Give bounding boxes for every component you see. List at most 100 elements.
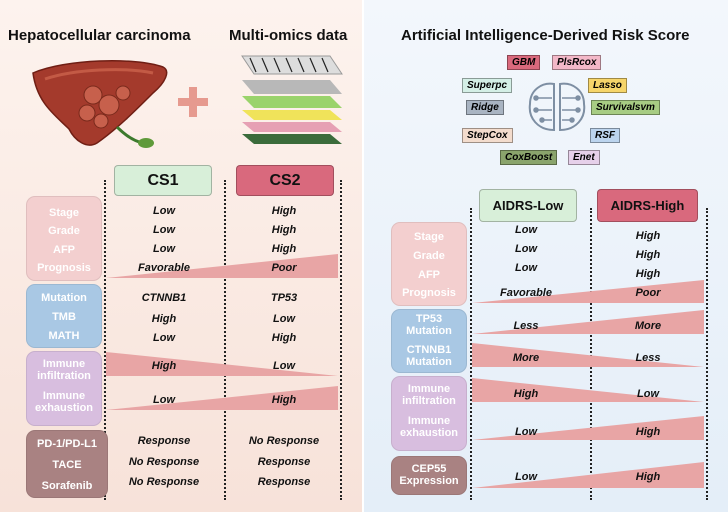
immune-label-box: Immune infiltration Immune exhaustion [26, 351, 102, 426]
aidrs-title: Artificial Intelligence-Derived Risk Sco… [401, 27, 690, 44]
cs2-stage: High [271, 205, 297, 217]
immune-exhaustion-label: Immune exhaustion [34, 390, 94, 414]
plus-icon [178, 87, 208, 117]
cs2-header: CS2 [236, 165, 334, 196]
algo-tag-gbm: GBM [507, 55, 541, 70]
aidrs-clinical-label-box: Stage Grade AFP Prognosis [391, 222, 467, 306]
aidrs-exhaustion-gradient-triangle [472, 416, 704, 440]
omics-layers-icon [241, 55, 343, 144]
cs1-stage: Low [153, 205, 175, 217]
prognosis-label: Prognosis [37, 262, 91, 274]
algo-tag-survivalsvm: Survivalsvm [591, 100, 660, 115]
cs1-math: Low [153, 332, 175, 344]
math-label: MATH [48, 330, 80, 342]
low-ctnnb1: More [512, 352, 540, 364]
left-panel: Hepatocellular carcinoma Multi-omics dat… [0, 0, 362, 512]
low-stage: Low [515, 224, 537, 236]
high-prognosis: Poor [635, 287, 661, 299]
low-prognosis: Favorable [500, 287, 552, 299]
cs2-exhaustion: High [271, 394, 297, 406]
cep55-gradient-triangle [472, 462, 704, 488]
sorafenib-label: Sorafenib [41, 480, 93, 492]
right-panel: Artificial Intelligence-Derived Risk Sco… [364, 0, 728, 512]
column-separator [470, 208, 472, 500]
aidrs-low-header: AIDRS-Low [479, 189, 577, 222]
genomic-label-box: Mutation TMB MATH [26, 284, 102, 348]
high-stage: High [635, 230, 661, 242]
hcc-title: Hepatocellular carcinoma [8, 27, 191, 44]
omics-title: Multi-omics data [229, 27, 348, 44]
column-separator [340, 180, 342, 500]
high-cep55: High [635, 471, 661, 483]
cs1-header: CS1 [114, 165, 212, 196]
cs1-prognosis: Favorable [138, 262, 190, 274]
algo-tag-enet: Enet [568, 150, 600, 165]
tmb-label: TMB [52, 311, 76, 323]
column-separator [706, 208, 708, 500]
tace-label: TACE [52, 459, 82, 471]
afp-label: AFP [53, 244, 75, 256]
immune-infiltration-label: Immune infiltration [37, 358, 91, 382]
cs2-grade: High [271, 224, 297, 236]
tp53-mutation-label: TP53 Mutation [406, 313, 452, 337]
tp53-gradient-triangle [472, 310, 704, 334]
cs2-infiltration: Low [273, 360, 295, 372]
aidrs-mutation-label-box: TP53 Mutation CTNNB1 Mutation [391, 309, 467, 373]
cs2-mutation: TP53 [270, 292, 298, 304]
low-cep55: Low [515, 471, 537, 483]
afp-label: AFP [418, 269, 440, 281]
algo-tag-ridge: Ridge [466, 100, 504, 115]
cs1-tmb: High [151, 313, 177, 325]
high-afp: High [635, 268, 661, 280]
cs2-math: High [271, 332, 297, 344]
column-separator [224, 180, 226, 500]
cs1-tace: No Response [128, 456, 200, 468]
immune-infiltration-label: Immune infiltration [402, 383, 456, 407]
high-tp53: More [634, 320, 662, 332]
cs2-sorafenib: Response [257, 476, 311, 488]
high-ctnnb1: Less [635, 352, 661, 364]
pd1-label: PD-1/PD-L1 [37, 438, 97, 450]
aidrs-immune-label-box: Immune infiltration Immune exhaustion [391, 376, 467, 451]
infiltration-gradient-triangle [106, 352, 338, 376]
aidrs-infiltration-gradient-triangle [472, 378, 704, 402]
stage-label: Stage [49, 207, 79, 219]
algo-tag-stepcox: StepCox [462, 128, 513, 143]
cs1-pd1: Response [137, 435, 191, 447]
ctnnb1-gradient-triangle [472, 343, 704, 367]
high-exhaustion: High [635, 426, 661, 438]
cs1-mutation: CTNNB1 [141, 292, 187, 304]
prognosis-label: Prognosis [402, 287, 456, 299]
algo-tag-lasso: Lasso [588, 78, 627, 93]
grade-label: Grade [48, 225, 80, 237]
exhaustion-gradient-triangle [106, 386, 338, 410]
column-separator [590, 208, 592, 500]
algo-tag-superpc: Superpc [462, 78, 513, 93]
grade-label: Grade [413, 250, 445, 262]
algo-tag-plsrcox: PlsRcox [552, 55, 602, 70]
liver-illustration [32, 60, 168, 148]
cep55-label-box: CEP55 Expression [391, 456, 467, 495]
aidrs-prognosis-gradient-triangle [472, 280, 704, 303]
cep55-label: CEP55 Expression [399, 463, 459, 487]
prognosis-gradient-triangle [106, 254, 338, 278]
column-separator [104, 180, 106, 500]
cs1-afp: Low [153, 243, 175, 255]
cs1-grade: Low [153, 224, 175, 236]
cs2-afp: High [271, 243, 297, 255]
clinical-label-box: Stage Grade AFP Prognosis [26, 196, 102, 281]
ctnnb1-mutation-label: CTNNB1 Mutation [406, 344, 452, 368]
high-grade: High [635, 249, 661, 261]
cs1-exhaustion: Low [153, 394, 175, 406]
ai-brain-icon [528, 82, 586, 132]
cs1-infiltration: High [151, 360, 177, 372]
mutation-label: Mutation [41, 292, 87, 304]
low-grade: Low [515, 243, 537, 255]
cs2-prognosis: Poor [271, 262, 297, 274]
cs2-pd1: No Response [248, 435, 320, 447]
therapy-label-box: PD-1/PD-L1 TACE Sorafenib [26, 430, 108, 498]
low-infiltration: High [513, 388, 539, 400]
cs2-tace: Response [257, 456, 311, 468]
algo-tag-rsf: RSF [590, 128, 620, 143]
low-afp: Low [515, 262, 537, 274]
